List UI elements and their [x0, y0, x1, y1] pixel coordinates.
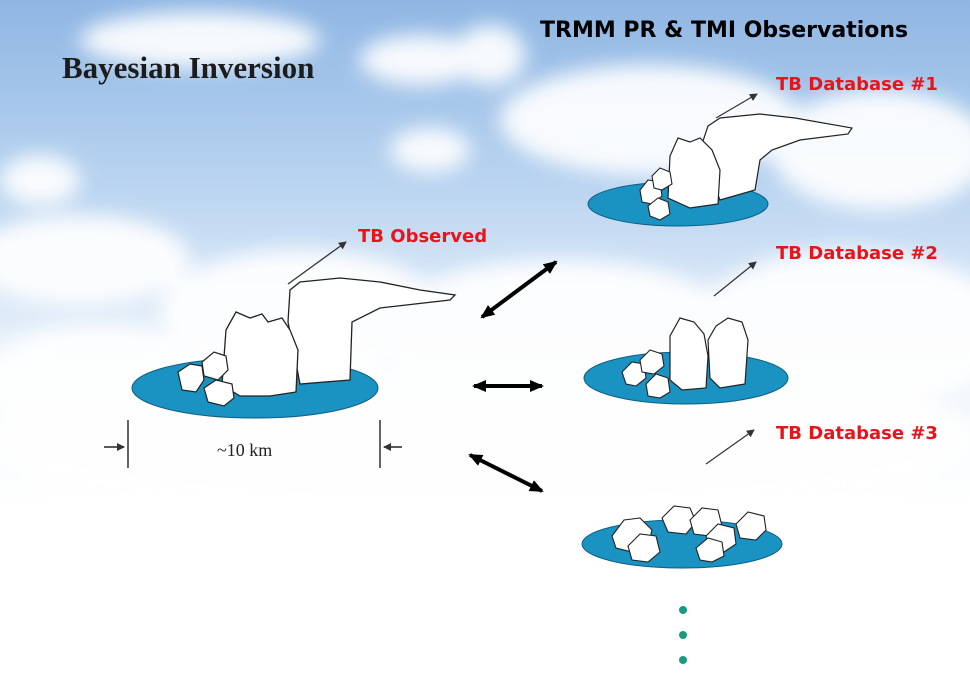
- observed-storm-cell-2: [201, 351, 229, 381]
- database-storm-3: [581, 429, 783, 569]
- compare-arrow-db1: [480, 260, 558, 319]
- compare-arrow-db3: [468, 453, 544, 493]
- database-storm-2: [583, 261, 789, 405]
- diagram-title: Bayesian Inversion: [62, 50, 315, 85]
- tb-database-3-label: TB Database #3: [776, 423, 938, 444]
- tb-observed-label: TB Observed: [358, 226, 488, 247]
- scale-bar: [104, 420, 402, 468]
- scale-label: ~10 km: [217, 440, 273, 460]
- tb-database-1-label: TB Database #1: [776, 74, 938, 95]
- continuation-dots: [679, 606, 687, 664]
- observed-storm-cell-3: [203, 379, 235, 407]
- observed-storm: [131, 241, 457, 419]
- comparison-arrows: [468, 260, 558, 493]
- observed-emission-arrow: [287, 241, 347, 285]
- observed-storm-cell-1: [177, 363, 205, 393]
- header-title: TRMM PR & TMI Observations: [540, 18, 909, 43]
- tb-database-2-label: TB Database #2: [776, 243, 938, 264]
- observed-storm-tower: [221, 311, 299, 397]
- observed-storm-anvil: [287, 277, 457, 385]
- database-storm-1: [587, 93, 854, 227]
